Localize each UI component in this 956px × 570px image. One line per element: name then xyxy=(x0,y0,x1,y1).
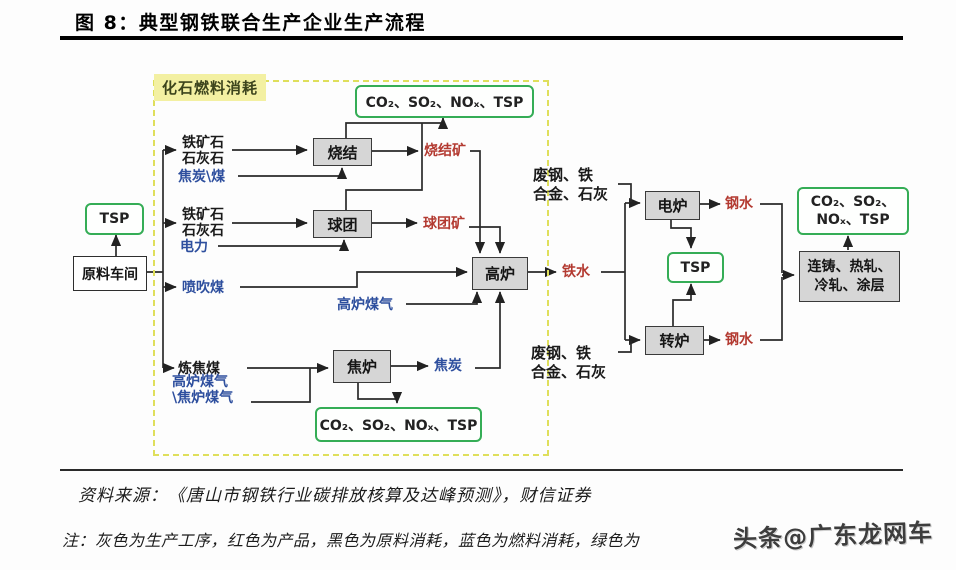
footer-divider xyxy=(60,469,903,471)
process-casting-rolling-box: 连铸、热轧、 冷轧、涂层 xyxy=(799,251,900,302)
watermark: 头条@广东龙网车 xyxy=(732,518,934,554)
raw-material-workshop-box: 原料车间 xyxy=(73,256,147,291)
input-bf-coke-gas: 高炉煤气 \焦炉煤气 xyxy=(172,374,234,406)
process-electric-furnace-box: 电炉 xyxy=(645,191,700,220)
fossil-boundary-label: 化石燃料消耗 xyxy=(154,74,267,101)
product-molten-steel-bottom: 钢水 xyxy=(725,332,753,348)
product-molten-iron: 铁水 xyxy=(562,264,590,280)
emission-box-bottom: CO₂、SO₂、NOₓ、TSP xyxy=(315,407,482,442)
input-scrap-top: 废钢、铁 合金、石灰 xyxy=(533,166,609,203)
source-line: 资料来源：《唐山市钢铁行业碳排放核算及达峰预测》，财信证券 xyxy=(78,486,592,506)
input-scrap-bottom: 废钢、铁 合金、石灰 xyxy=(531,344,607,381)
process-converter-box: 转炉 xyxy=(645,326,704,355)
input-bf-gas: 高炉煤气 xyxy=(337,297,393,313)
product-sinter-ore: 烧结矿 xyxy=(424,143,466,159)
process-coke-oven-box: 焦炉 xyxy=(333,350,391,383)
input-coking-coal: 炼焦煤 xyxy=(178,361,220,377)
fossil-fuel-boundary xyxy=(153,80,549,456)
input-ore1: 铁矿石 石灰石 xyxy=(182,135,224,167)
process-blast-furnace-box: 高炉 xyxy=(472,257,528,290)
emission-box-right: CO₂、SO₂、 NOₓ、TSP xyxy=(797,187,909,235)
product-coke: 焦炭 xyxy=(434,358,462,374)
tsp-mid-box: TSP xyxy=(667,252,724,283)
figure-title: 图 8：典型钢铁联合生产企业生产流程 xyxy=(75,12,426,34)
title-underline xyxy=(60,36,903,40)
input-ore2: 铁矿石 石灰石 xyxy=(182,207,224,239)
input-coke-coal: 焦炭\煤 xyxy=(178,169,226,185)
tsp-left-box: TSP xyxy=(85,203,144,235)
process-sintering-box: 烧结 xyxy=(313,138,372,166)
product-pellet-ore: 球团矿 xyxy=(423,216,465,232)
process-pelletizing-box: 球团 xyxy=(313,210,372,238)
emission-box-top: CO₂、SO₂、NOₓ、TSP xyxy=(355,85,534,118)
product-molten-steel-top: 钢水 xyxy=(725,196,753,212)
input-injection-coal: 喷吹煤 xyxy=(182,280,224,296)
note-line: 注：灰色为生产工序，红色为产品，黑色为原料消耗，蓝色为燃料消耗，绿色为 xyxy=(62,531,640,550)
input-electricity: 电力 xyxy=(180,239,208,255)
